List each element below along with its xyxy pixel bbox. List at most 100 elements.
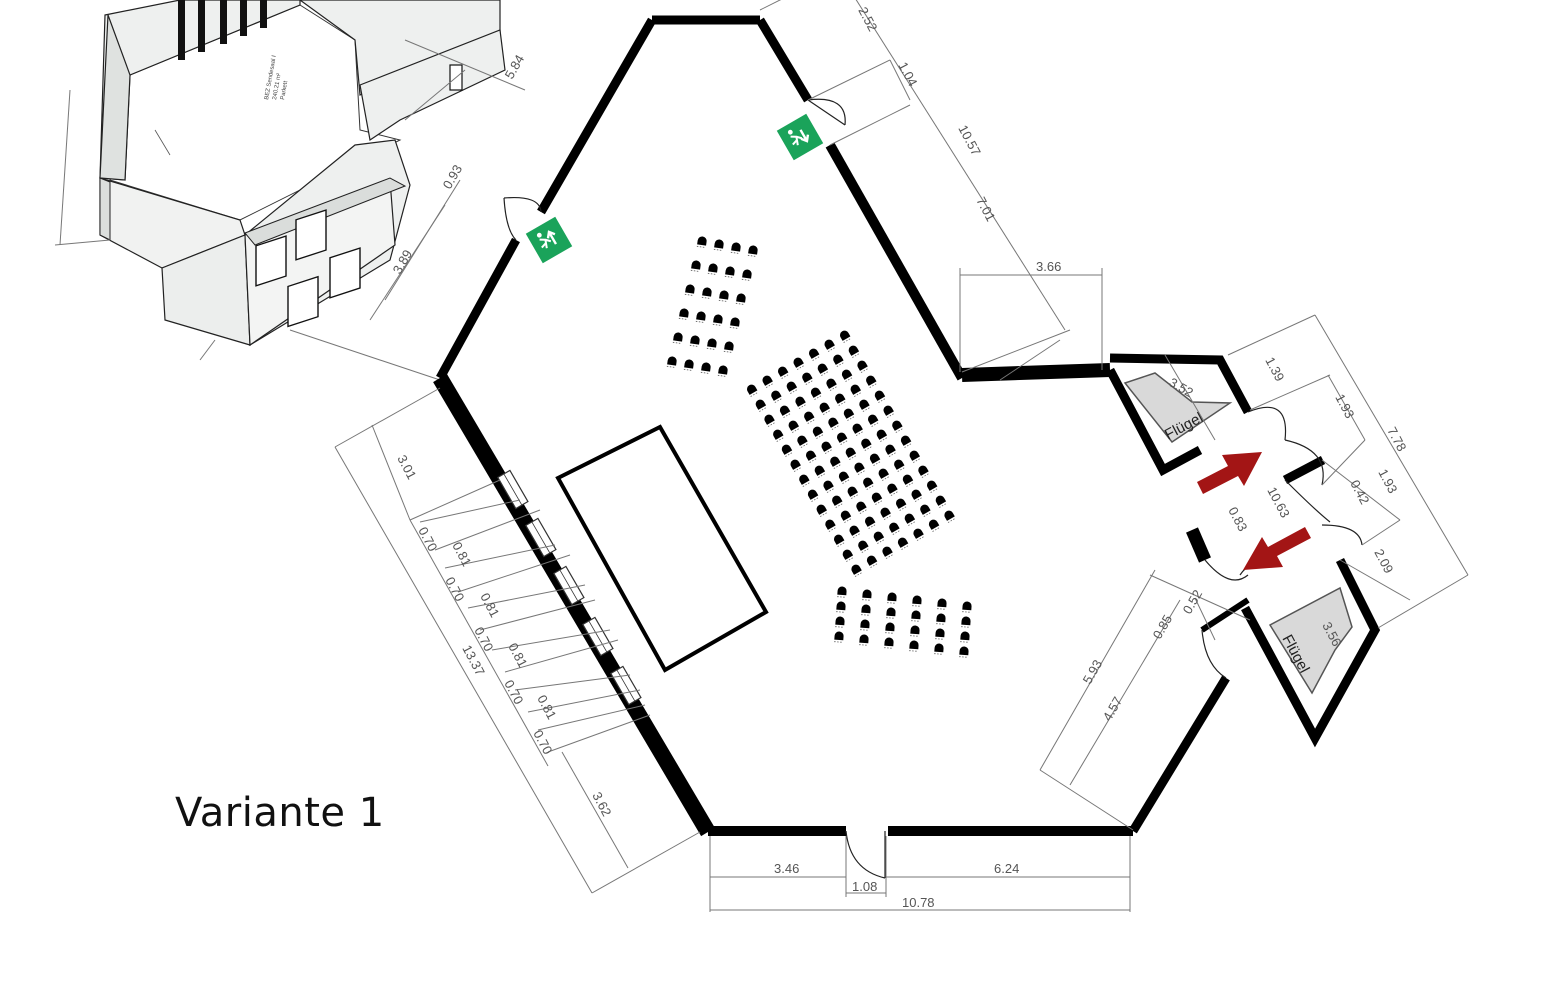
- chair-icon: [841, 369, 854, 382]
- dim-label: 10.63: [1264, 484, 1293, 520]
- chair-icon: [937, 598, 947, 610]
- svg-text:Parkett: Parkett: [280, 80, 289, 100]
- chair-icon: [816, 504, 829, 517]
- dim-label: 3.46: [774, 861, 799, 876]
- chair-icon: [825, 519, 837, 532]
- dim-label: 1.08: [852, 879, 877, 894]
- chair-icon: [718, 290, 729, 302]
- chair-icon: [781, 444, 794, 457]
- chair-icon: [821, 441, 834, 454]
- chair-icon: [788, 420, 801, 433]
- chair-icon: [934, 643, 944, 655]
- chair-icon: [837, 586, 847, 598]
- chair-icon: [936, 613, 946, 625]
- chair-icon: [724, 266, 735, 278]
- dim-label: 1.93: [1375, 466, 1400, 495]
- chair-icon: [865, 516, 877, 529]
- chair-icon: [723, 341, 734, 353]
- chair-icon: [672, 332, 683, 344]
- chair-icon: [878, 468, 891, 481]
- chair-icon: [892, 420, 904, 433]
- window: [609, 665, 642, 706]
- chair-icon: [868, 414, 880, 427]
- window-row: [496, 469, 642, 706]
- dim-label: 5.93: [1080, 657, 1106, 686]
- stage-platform: [555, 424, 769, 673]
- chair-icon: [909, 640, 919, 652]
- chair-icon: [960, 631, 970, 643]
- dim-label: 1.04: [895, 59, 920, 88]
- chair-icon: [962, 601, 972, 613]
- chair-icon: [882, 546, 894, 559]
- chair-icon: [904, 513, 917, 526]
- window: [552, 565, 585, 606]
- chair-icon: [843, 408, 856, 421]
- dim-label: 0.81: [449, 539, 474, 568]
- chair-icon: [849, 525, 862, 538]
- chair-icon: [866, 555, 879, 568]
- chair-icon: [886, 607, 896, 619]
- chair-icon: [887, 483, 899, 496]
- dim-label: 3.66: [1036, 259, 1061, 274]
- chair-icon: [856, 501, 868, 514]
- chair-icon: [678, 308, 689, 320]
- chair-icon: [786, 381, 799, 394]
- chair-icon: [961, 616, 971, 628]
- chair-icon: [897, 537, 910, 550]
- dim-label: 3.62: [589, 789, 614, 818]
- chair-icon: [814, 465, 827, 478]
- chair-icon: [701, 287, 712, 299]
- iso-dim-093: 0.93: [440, 162, 466, 191]
- chair-icon: [873, 531, 886, 544]
- chair-icon: [771, 390, 783, 403]
- chair-icon: [755, 399, 768, 412]
- dimension-lines: [334, 0, 1469, 912]
- chair-icon: [862, 589, 872, 601]
- chair-icon: [894, 459, 906, 472]
- dim-label: 3.01: [394, 452, 419, 481]
- window: [496, 469, 529, 510]
- chair-icon: [913, 528, 925, 541]
- chair-icon: [857, 360, 869, 373]
- dim-label: 0.85: [1150, 612, 1176, 641]
- chair-icon: [840, 330, 852, 343]
- chair-icon: [729, 317, 740, 329]
- chair-icon: [812, 426, 825, 439]
- isometric-building-sketch: BEZ Sendesaal I 240.21 m² Parkett 0.93 3…: [54, 0, 527, 381]
- chair-icon: [773, 429, 785, 442]
- chair-icon: [795, 396, 807, 409]
- chair-icon: [920, 504, 932, 517]
- chair-icon: [860, 619, 870, 631]
- chair-icon: [910, 625, 920, 637]
- chair-icon: [883, 405, 896, 418]
- window: [581, 616, 614, 657]
- chair-icon: [809, 348, 821, 361]
- chair-icon: [845, 447, 858, 460]
- chair-icon: [690, 260, 701, 272]
- chair-icon: [876, 429, 889, 442]
- chair-icon: [859, 399, 871, 412]
- chair-icon: [810, 387, 823, 400]
- chair-icon: [804, 411, 816, 424]
- chair-icon: [819, 402, 832, 415]
- dim-label: 0.70: [501, 677, 526, 706]
- dim-label: 10.78: [902, 895, 935, 910]
- chair-icon: [793, 357, 806, 370]
- chair-icon: [747, 245, 758, 257]
- chair-icon: [696, 236, 707, 248]
- chair-icon: [900, 435, 913, 448]
- chair-icon: [896, 498, 908, 511]
- chair-icon: [707, 263, 718, 275]
- chair-icon: [684, 284, 695, 296]
- chair-icon: [837, 432, 849, 445]
- dim-label: 1.93: [1332, 391, 1357, 420]
- chair-icon: [874, 390, 887, 403]
- chair-icon: [779, 405, 792, 418]
- chair-icon: [850, 384, 863, 397]
- chair-icon: [834, 534, 846, 547]
- chair-icon: [695, 311, 706, 323]
- chair-icon: [912, 595, 922, 607]
- chair-icon: [959, 646, 969, 658]
- chair-icon: [880, 507, 893, 520]
- dim-label: 6.24: [994, 861, 1019, 876]
